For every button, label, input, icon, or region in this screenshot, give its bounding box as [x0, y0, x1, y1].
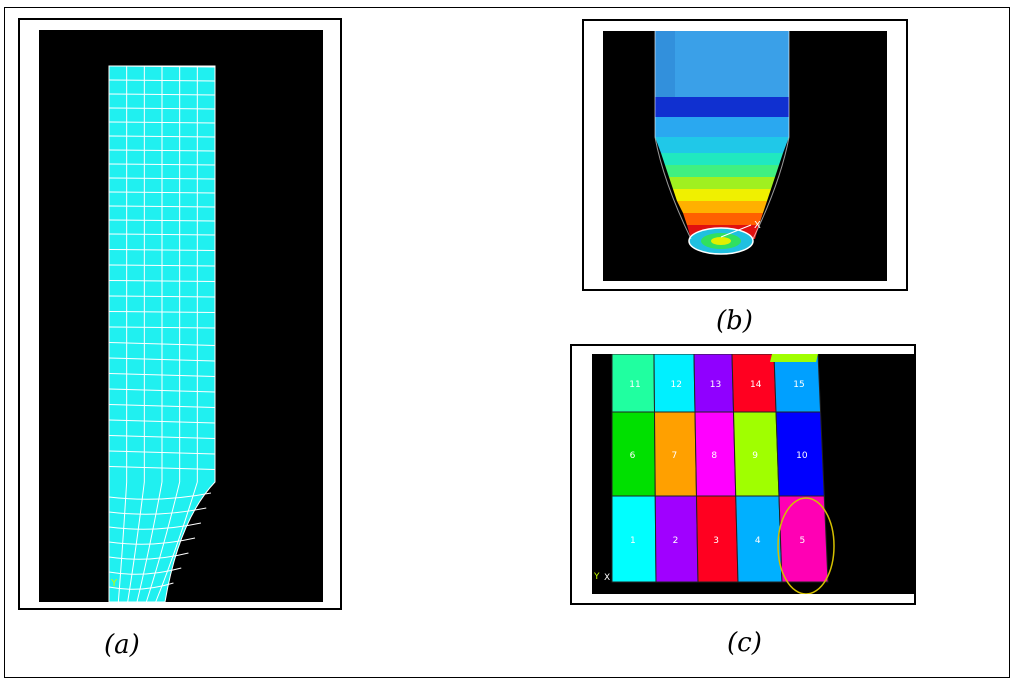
axis-triad: Y: [110, 578, 118, 589]
element-number: 11: [629, 380, 640, 390]
axis-triad: Y: [593, 572, 600, 582]
element-number: 3: [713, 536, 719, 546]
element-number: 6: [630, 451, 636, 461]
contour-plot-b: X: [603, 31, 887, 281]
element-cell: [778, 495, 829, 583]
element-number: 2: [673, 536, 679, 546]
element-number: 13: [710, 380, 721, 390]
element-number: 8: [711, 451, 717, 461]
mesh-plot-a: Y: [39, 30, 323, 602]
element-number: 15: [793, 380, 804, 390]
element-number: 5: [799, 536, 805, 546]
caption-a: (a): [104, 630, 140, 660]
caption-c: (c): [727, 628, 762, 658]
element-number: 4: [755, 536, 761, 546]
highlight-ellipse: [777, 497, 835, 594]
caption-b: (b): [716, 306, 753, 336]
axis-letter-x: X: [754, 220, 761, 231]
element-number: 9: [752, 451, 758, 461]
panel-b: X: [582, 19, 908, 291]
element-number: 7: [672, 451, 678, 461]
figure-border: [4, 7, 1010, 678]
element-number: 1: [630, 536, 636, 546]
svg-text:X: X: [604, 573, 610, 583]
element-number: 12: [671, 380, 682, 390]
element-number: 14: [750, 380, 762, 390]
element-number: 10: [796, 451, 808, 461]
panel-a: Y: [18, 18, 342, 610]
